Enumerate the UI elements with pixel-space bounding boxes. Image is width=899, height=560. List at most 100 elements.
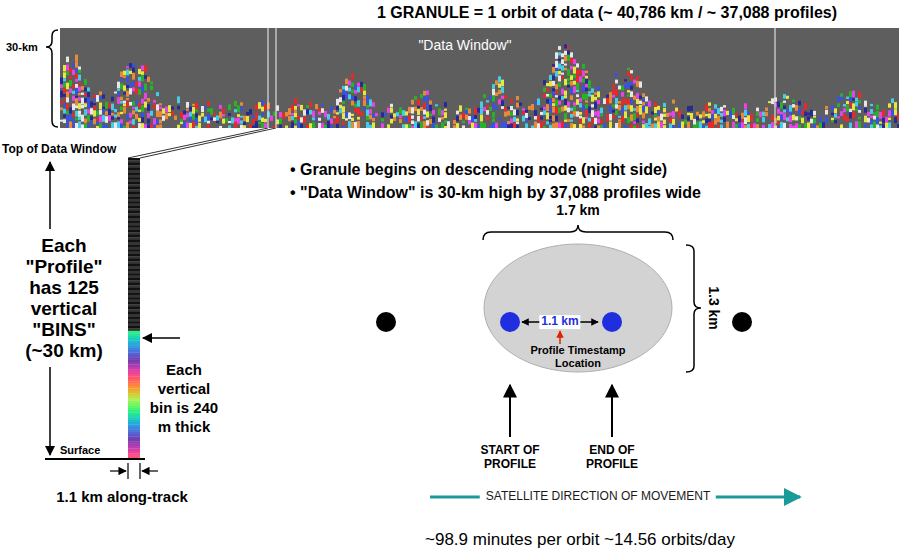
pointer-label: END OF PROFILE (572, 444, 652, 472)
vertical-bin (128, 324, 140, 327)
zoom-line (128, 128, 268, 158)
vertical-bin (128, 268, 140, 271)
vertical-bin (128, 264, 140, 267)
bin-note: Each vertical bin is 240 m thick (149, 360, 219, 436)
width-arrow (110, 470, 126, 471)
vertical-bin (128, 372, 140, 375)
vertical-bin (128, 345, 140, 348)
vertical-bin (128, 208, 140, 211)
vertical-bin (128, 273, 140, 276)
vertical-bin (128, 196, 140, 199)
vertical-bin (128, 405, 140, 408)
vertical-bin (128, 201, 140, 204)
vertical-bin (128, 352, 140, 355)
vertical-bin (128, 357, 140, 360)
bin-arrow (143, 337, 180, 339)
vertical-bin (128, 412, 140, 415)
height-brace (46, 30, 58, 127)
width-arrow (142, 470, 158, 471)
vertical-bin (128, 326, 140, 329)
vertical-bin (128, 417, 140, 420)
vertical-bin (128, 319, 140, 322)
vertical-bin (128, 396, 140, 399)
vertical-bin (128, 410, 140, 413)
vertical-bin (128, 206, 140, 209)
dimension-label: 1.3 km (706, 286, 722, 330)
profile-column (128, 158, 140, 458)
vertical-bin (128, 350, 140, 353)
vertical-bin (128, 247, 140, 250)
vertical-bin (128, 213, 140, 216)
vertical-bin (128, 376, 140, 379)
dimension-label: 1.1 km along-track (56, 488, 188, 505)
vertical-bin (128, 177, 140, 180)
title: 1 GRANULE = 1 orbit of data (~ 40,786 km… (377, 4, 837, 22)
vertical-bin (128, 453, 140, 456)
width-brace (483, 225, 673, 240)
vertical-bin (128, 427, 140, 430)
vertical-bin (128, 256, 140, 259)
orbit-note: ~98.9 minutes per orbit ~14.56 orbits/da… (425, 530, 735, 550)
vertical-bin (128, 158, 140, 161)
vertical-bin (128, 235, 140, 238)
vertical-bin (128, 252, 140, 255)
height-brace (686, 245, 701, 372)
profile-footprint-ellipse: 1.1 kmProfile Timestamp Location (483, 243, 673, 373)
vertical-bin (128, 187, 140, 190)
width-tick (139, 463, 140, 479)
vertical-bin (128, 364, 140, 367)
vertical-bin (128, 374, 140, 377)
vertical-bin (128, 340, 140, 343)
vertical-bin (128, 386, 140, 389)
vertical-bin (128, 316, 140, 319)
vertical-bin (128, 261, 140, 264)
vertical-bin (128, 403, 140, 406)
surface-label: Surface (60, 444, 100, 457)
vertical-bin (128, 220, 140, 223)
vertical-bin (128, 266, 140, 269)
vertical-bin (128, 309, 140, 312)
vertical-bin (128, 297, 140, 300)
vertical-bin (128, 180, 140, 183)
vertical-bin (128, 300, 140, 303)
vertical-bin (128, 237, 140, 240)
vertical-bin (128, 199, 140, 202)
vertical-bin (128, 194, 140, 197)
vertical-bin (128, 228, 140, 231)
vertical-bin (128, 182, 140, 185)
vertical-bin (128, 393, 140, 396)
surface-line (45, 458, 145, 460)
vertical-bin (128, 192, 140, 195)
vertical-bin (128, 388, 140, 391)
data-window-band: "Data Window" (60, 28, 899, 128)
height-label: 30-km (6, 41, 38, 54)
vertical-bin (128, 369, 140, 372)
vertical-bin (128, 312, 140, 315)
vertical-bin (128, 242, 140, 245)
timestamp-label: Profile Timestamp Location (518, 344, 638, 369)
vertical-bin (128, 434, 140, 437)
height-arrow (49, 162, 51, 229)
vertical-bin (128, 439, 140, 442)
vertical-bin (128, 276, 140, 279)
vertical-bin (128, 223, 140, 226)
pointer-label: START OF PROFILE (470, 444, 550, 472)
pointer-arrow (611, 385, 613, 437)
vertical-bin (128, 321, 140, 324)
neighbour-profile-dot (732, 312, 752, 332)
vertical-bin (128, 415, 140, 418)
vertical-bin (128, 244, 140, 247)
profile-note: Each "Profile" has 125 vertical "BINS" (… (14, 235, 114, 361)
vertical-bin (128, 391, 140, 394)
vertical-bin (128, 451, 140, 454)
vertical-bin (128, 216, 140, 219)
vertical-bin (128, 290, 140, 293)
vertical-bin (128, 384, 140, 387)
vertical-bin (128, 436, 140, 439)
vertical-bin (128, 348, 140, 351)
neighbour-profile-dot (376, 312, 396, 332)
vertical-bin (128, 432, 140, 435)
vertical-bin (128, 168, 140, 171)
width-tick (127, 463, 128, 479)
vertical-bin (128, 172, 140, 175)
